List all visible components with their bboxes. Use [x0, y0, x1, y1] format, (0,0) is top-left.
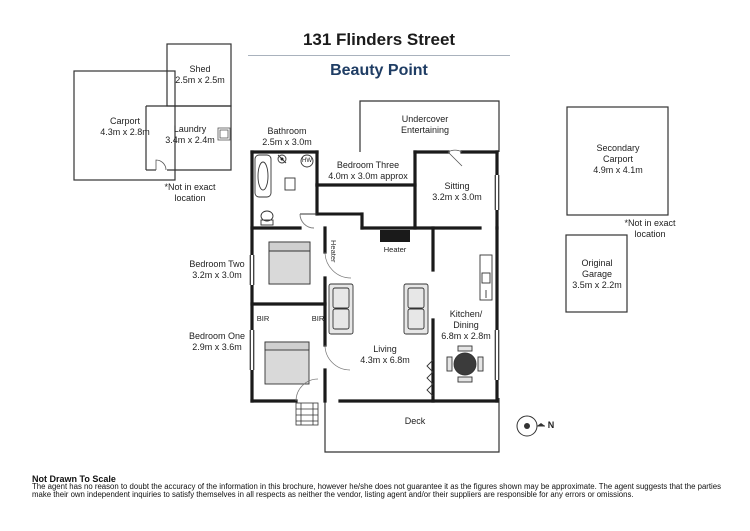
laundry-outline	[146, 105, 232, 171]
compass-icon	[516, 415, 545, 437]
laundry-label: Laundry 3.4m x 2.4m	[165, 124, 215, 145]
shower-head	[277, 154, 287, 164]
shed-label: Shed 2.5m x 2.5m	[175, 64, 225, 85]
toilet	[260, 210, 274, 222]
heater-label-living: Heater	[383, 245, 407, 254]
heater-living	[380, 230, 410, 242]
carport-outline	[73, 70, 176, 181]
undercover-label: Undercover Entertaining	[400, 114, 450, 135]
living-label: Living 4.3m x 6.8m	[360, 344, 410, 365]
undercover-outline	[359, 100, 500, 152]
hot-water-unit	[300, 154, 314, 168]
disclaimer-text: The agent has no reason to doubt the acc…	[32, 482, 722, 499]
page-title: 131 Flinders Street	[302, 30, 456, 49]
bathroom-label: Bathroom 2.5m x 3.0m	[262, 126, 312, 147]
dining-table	[453, 352, 477, 376]
bir-left-label: BIR	[256, 314, 270, 323]
right-location-note: *Not in exact location	[624, 218, 676, 239]
carport-label: Carport 4.3m x 2.8m	[100, 116, 150, 137]
sitting-label: Sitting 3.2m x 3.0m	[432, 181, 482, 202]
page-subtitle: Beauty Point	[330, 62, 428, 79]
secondary-carport-label: Secondary Carport 4.9m x 4.1m	[593, 143, 643, 175]
bedroom-one-label: Bedroom One 2.9m x 3.6m	[188, 331, 246, 352]
original-garage-label: Original Garage 3.5m x 2.2m	[572, 258, 622, 290]
bedroom-three-label: Bedroom Three 4.0m x 3.0m approx	[328, 160, 408, 181]
title-divider	[248, 55, 510, 56]
hw-label: HW	[302, 158, 312, 164]
bir-right-label: BIR	[311, 314, 325, 323]
deck-label: Deck	[404, 416, 426, 426]
heater-label-vertical: Heater	[329, 240, 338, 263]
kitchen-counter	[479, 254, 493, 301]
left-location-note: *Not in exact location	[164, 182, 216, 203]
original-garage-outline	[565, 234, 628, 313]
secondary-carport-outline	[566, 106, 669, 216]
deck-outline	[324, 398, 500, 453]
kitchen-dining-label: Kitchen/ Dining 6.8m x 2.8m	[441, 309, 491, 341]
bathtub	[254, 154, 272, 198]
north-label: N	[547, 420, 555, 430]
bedroom-two-label: Bedroom Two 3.2m x 3.0m	[189, 259, 245, 280]
not-to-scale-title: Not Drawn To Scale	[32, 474, 116, 484]
